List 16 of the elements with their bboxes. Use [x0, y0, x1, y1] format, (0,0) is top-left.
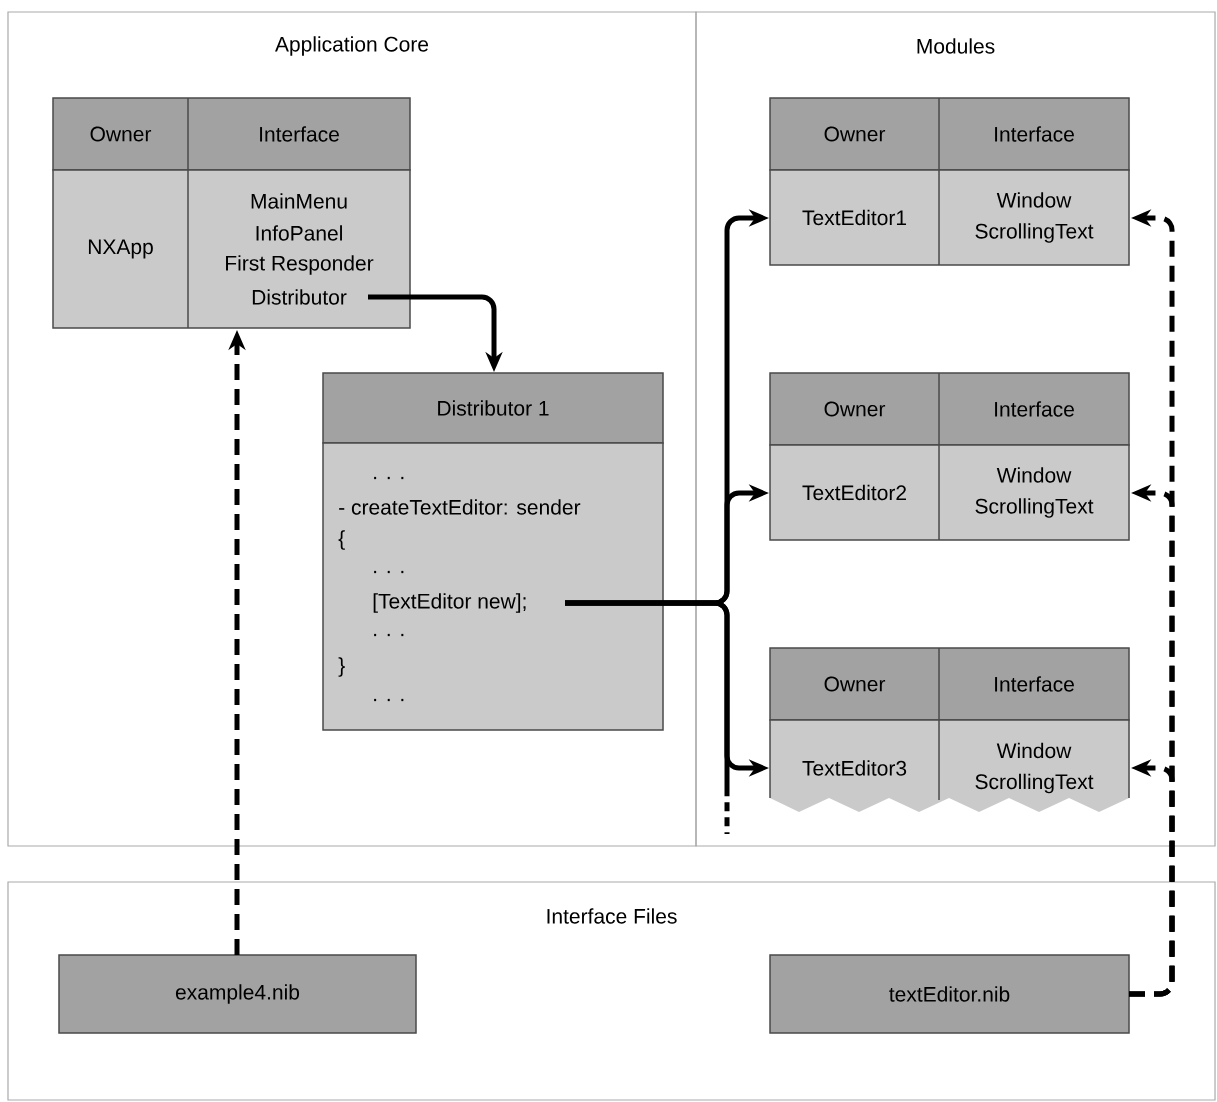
node-label: Owner — [824, 126, 886, 142]
node-label: Interface — [995, 126, 1074, 142]
object-table: Owner Interface NXApp MainMenu InfoPanel First Responder Distributor — [52, 97, 411, 329]
object-table: Owner Interface TextEditor3 Window ScrollingText — [769, 647, 1130, 812]
node-label: Owner — [90, 126, 152, 142]
object-table: Owner Interface TextEditor1 Window ScrollingText — [769, 97, 1130, 266]
node-label: Interface — [995, 401, 1074, 417]
node-label: Interface — [260, 126, 339, 142]
node-label: Owner — [824, 401, 886, 417]
object-table: Owner Interface TextEditor2 Window ScrollingText — [769, 372, 1130, 541]
node-label: Owner — [824, 676, 886, 692]
code-box: Distributor 1 . . . - createTextEditor: sender { . . . [TextEditor new]; . . . } . . . — [322, 372, 664, 731]
file-box: textEditor.nib — [769, 954, 1130, 1034]
node-label: Distributor 1 — [438, 400, 549, 416]
node-label: Interface — [995, 676, 1074, 692]
file-box: example4.nib — [58, 954, 417, 1034]
